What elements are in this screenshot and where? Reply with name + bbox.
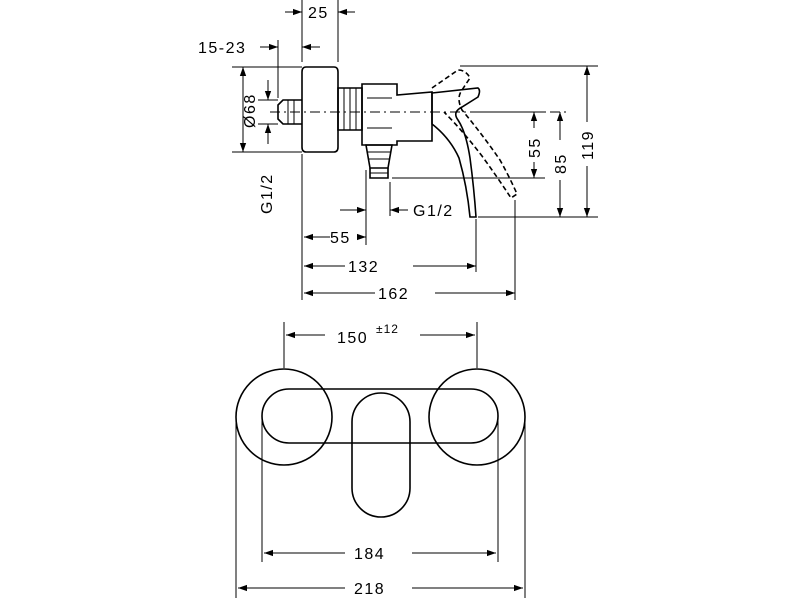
left-escutcheon	[235, 368, 333, 466]
dim-55-horizontal: 55	[330, 230, 351, 247]
mixer-body	[361, 83, 433, 146]
dim-g12-bottom: G1/2	[413, 203, 454, 220]
wall-flange	[301, 66, 339, 153]
dim-218: 218	[354, 581, 385, 598]
lever-handle	[431, 87, 481, 218]
mixer-body-front	[261, 388, 499, 444]
side-dimensions: 25 15-23 Ø68 G1/2 G1/2 55 132	[198, 0, 598, 303]
right-escutcheon	[428, 368, 526, 466]
dim-15-23: 15-23	[198, 40, 246, 57]
front-dimensions: 150 ±12 184 218	[235, 322, 526, 598]
dim-162: 162	[378, 286, 409, 303]
lever-front	[351, 392, 411, 518]
dim-119: 119	[580, 130, 597, 160]
dim-150: 150	[337, 330, 368, 347]
dim-85: 85	[553, 153, 570, 174]
dim-d68: Ø68	[242, 93, 259, 128]
dim-25: 25	[308, 5, 329, 22]
side-view	[270, 66, 570, 218]
dim-184: 184	[354, 546, 385, 563]
outlet-fitting	[365, 144, 393, 169]
dim-132: 132	[348, 259, 379, 276]
front-view	[235, 368, 526, 518]
dim-55-vertical: 55	[527, 137, 544, 158]
dim-g12-left: G1/2	[259, 173, 276, 214]
lever-raised-outline	[431, 69, 519, 200]
dim-150-tolerance: ±12	[376, 322, 399, 336]
